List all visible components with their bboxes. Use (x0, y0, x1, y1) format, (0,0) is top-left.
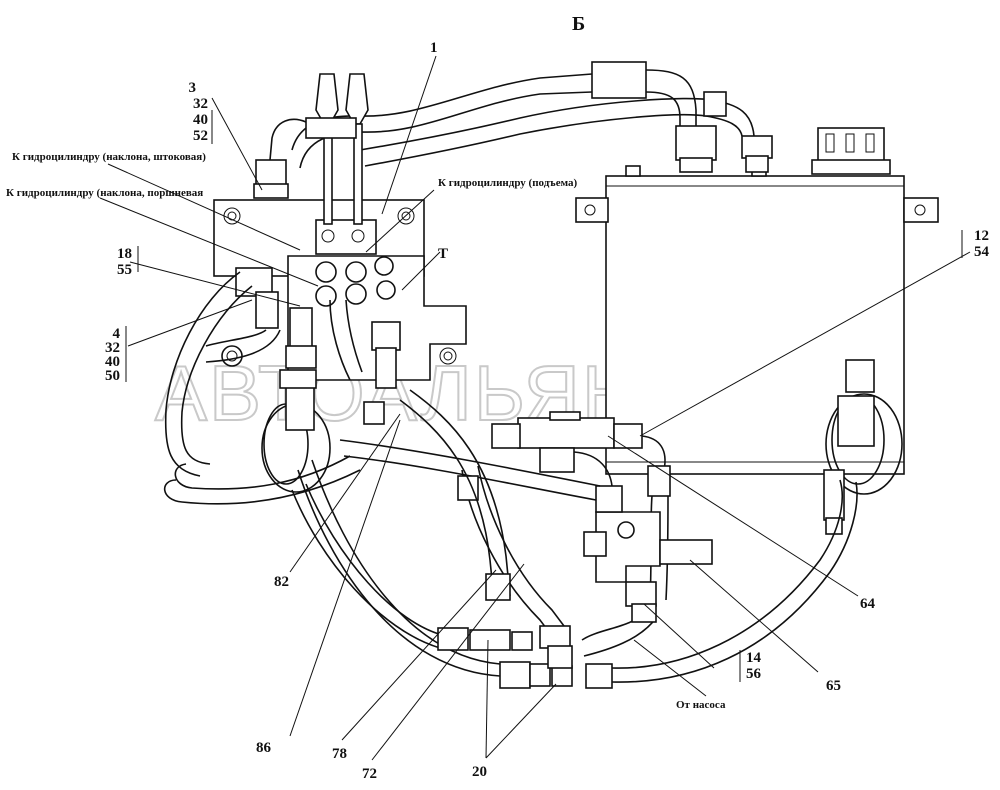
callout-86: 86 (256, 740, 272, 756)
valve-outlet-fittings (285, 299, 401, 425)
callout-12-line-2: 54 (974, 244, 990, 260)
callout-4-line-2: 32 (105, 340, 120, 356)
callout-3-line-1: 3 (189, 80, 197, 96)
pump-block (583, 485, 713, 607)
filler-cap (811, 127, 891, 175)
callout-4-line-1: 4 (113, 326, 121, 342)
left-loop-hose (163, 271, 361, 505)
view-title: Б (572, 13, 585, 35)
callout-labels: 1 3 32 40 52 К гидроцилиндру (наклона, ш… (6, 40, 990, 782)
caption-lift: К гидроцилиндру (подъема) (438, 177, 578, 189)
callout-4-line-3: 40 (105, 354, 120, 370)
tank-return-fitting (675, 125, 773, 173)
callout-14-line-1: 14 (746, 650, 762, 666)
valve-top-fitting (253, 118, 307, 199)
control-levers (305, 73, 369, 225)
callout-14-line-2: 56 (746, 666, 762, 682)
control-valve (213, 199, 467, 381)
leader-lines (99, 55, 971, 761)
callout-3-line-4: 52 (193, 128, 208, 144)
caption-tilt-piston: К гидроцилиндру (наклона, поршневая (6, 187, 203, 199)
callout-12-line-1: 12 (974, 228, 989, 244)
callout-18-line-2: 55 (117, 262, 132, 278)
callout-4-line-4: 50 (105, 368, 120, 384)
callout-3-line-2: 32 (193, 96, 208, 112)
caption-tilt-rod: К гидроцилиндру (наклона, штоковая) (12, 151, 206, 163)
caption-from-pump: От насоса (676, 699, 726, 711)
callout-18-line-1: 18 (117, 246, 132, 262)
callout-64: 64 (860, 596, 876, 612)
callout-72: 72 (362, 766, 377, 782)
callout-20: 20 (472, 764, 487, 780)
callout-82: 82 (274, 574, 289, 590)
callout-65: 65 (826, 678, 841, 694)
callout-78: 78 (332, 746, 347, 762)
tank-port-label: Т (438, 246, 448, 262)
right-loop-hose (823, 359, 903, 535)
callout-3-line-3: 40 (193, 112, 208, 128)
callout-1: 1 (430, 40, 438, 56)
